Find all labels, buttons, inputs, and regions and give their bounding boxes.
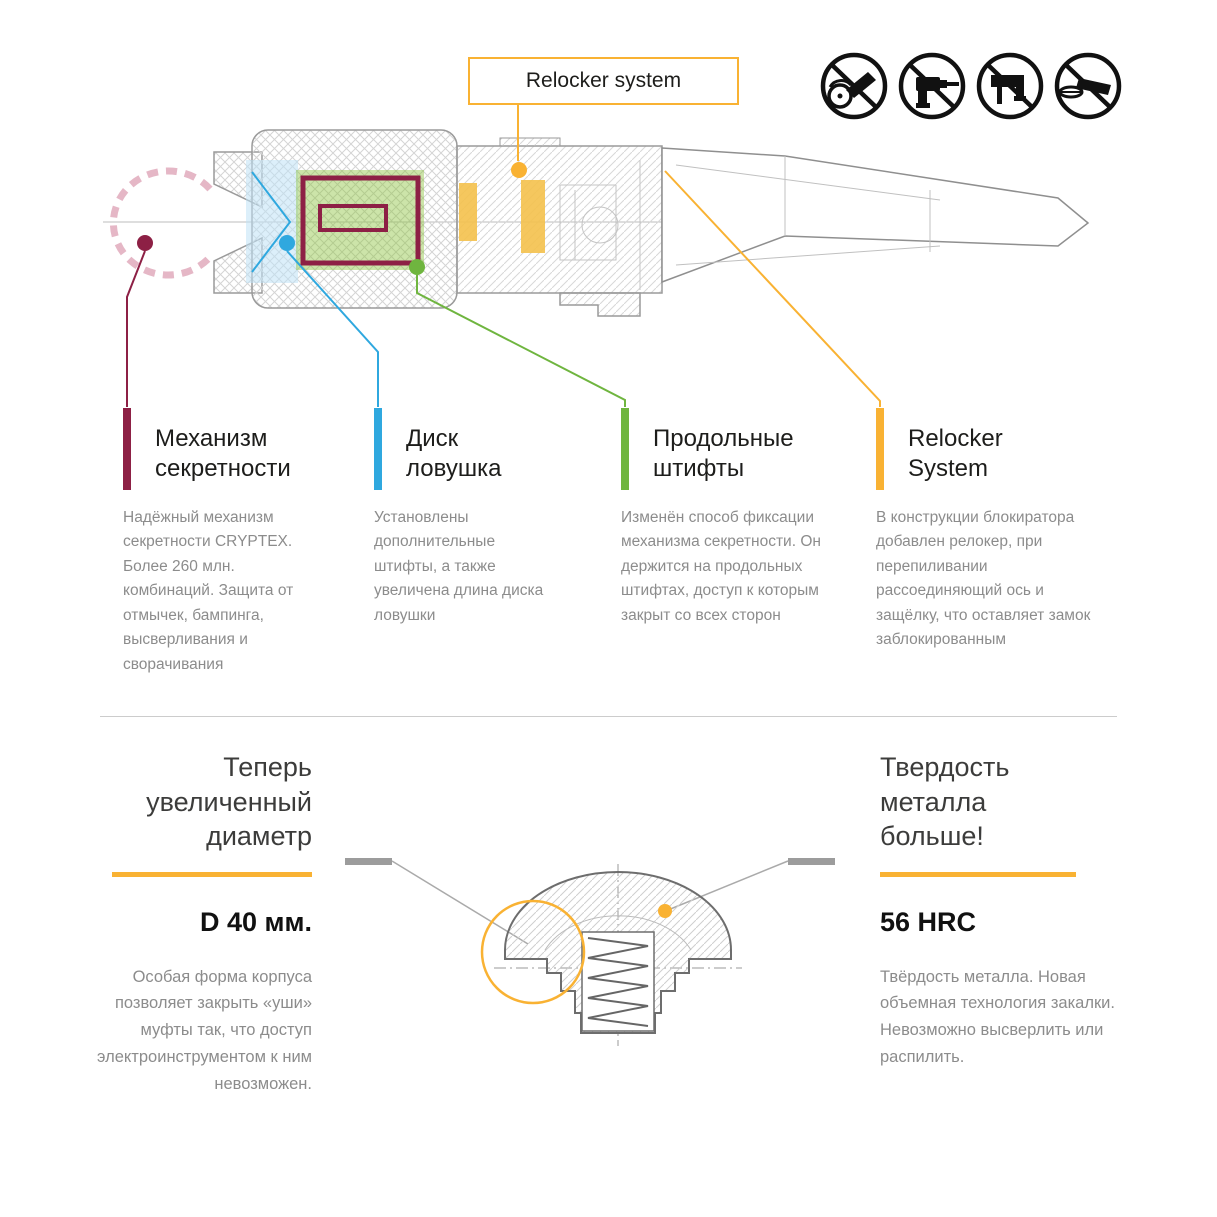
diameter-title: Теперь увеличенный диаметр: [146, 752, 312, 852]
internal-detail-lines: [574, 160, 641, 290]
feature-column-pins: Продольные штифты Изменён способ фиксаци…: [621, 408, 843, 718]
mechanism-color-marker: [123, 408, 131, 490]
diameter-body: Особая форма корпуса позволяет закрыть «…: [97, 967, 312, 1093]
relocker-pin-right: [521, 180, 545, 253]
spring: [587, 937, 649, 1027]
callout-line-disc-trap: [286, 250, 379, 407]
disc-trap-color-marker: [374, 408, 382, 490]
callout-line-relocker: [664, 170, 881, 407]
relocker-pin-left: [459, 183, 477, 241]
feature-column-disc-trap: Диск ловушка Установлены дополнительные …: [374, 408, 544, 718]
callout-line-pins: [416, 275, 626, 407]
hardness-block: Твердость металла больше! 56 HRC Твёрдос…: [880, 750, 1118, 1071]
pins-title: Продольные штифты: [653, 425, 794, 482]
callout-line-mechanism: [126, 250, 146, 407]
disc-trap-lines: [251, 171, 292, 273]
prohibited-tools-row: [818, 50, 1124, 122]
feature-column-mechanism: Механизм секретности Надёжный механизм с…: [123, 408, 323, 718]
left-leader-line: [391, 860, 529, 945]
section-divider: [100, 716, 1117, 717]
dome-inner-line: [544, 915, 692, 951]
pins-dot: [409, 259, 425, 275]
relocker-dot: [511, 162, 527, 178]
lock-cross-section-diagram: [103, 103, 1090, 407]
diameter-block: Теперь увеличенный диаметр D 40 мм. Особ…: [88, 750, 312, 1097]
hardness-accent-bar: [880, 871, 1076, 877]
disc-trap-dot: [279, 235, 295, 251]
pins-color-marker: [621, 408, 629, 490]
ear-highlight-circle: [480, 899, 586, 1005]
mechanism-title: Механизм секретности: [155, 425, 291, 482]
feature-column-relocker: Relocker System В конструкции блокиратор…: [876, 408, 1094, 718]
mechanism-dot: [137, 235, 153, 251]
left-leader-bar: [345, 858, 392, 865]
no-hammer-drill-icon: [974, 50, 1046, 122]
relocker-color-marker: [876, 408, 884, 490]
diameter-accent-bar: [112, 871, 312, 877]
shackle-ear-dashed-outline: [109, 167, 213, 279]
no-drill-icon: [896, 50, 968, 122]
hardness-dot: [658, 904, 672, 918]
relocker-body: В конструкции блокиратора добавлен релок…: [876, 509, 1091, 649]
disc-trap-title: Диск ловушка: [406, 425, 502, 482]
relocker-system-label: Relocker system: [525, 69, 682, 92]
lock-bottom-tab: [559, 292, 641, 317]
disc-trap-body: Установлены дополнительные штифты, а так…: [374, 509, 544, 624]
dome-part-cross-section: [345, 858, 835, 1046]
diameter-value: D 40 мм.: [200, 906, 312, 937]
relocker-system-label-box: Relocker system: [468, 57, 739, 105]
secrecy-mechanism-outline: [300, 175, 421, 266]
longitudinal-pins-highlight: [296, 170, 424, 270]
latch-bolt-inner-lines: [675, 156, 941, 266]
latch-bolt: [661, 147, 1090, 284]
pins-body: Изменён способ фиксации механизма секрет…: [621, 509, 821, 624]
no-cut-off-saw-icon: [818, 50, 890, 122]
right-leader-bar: [788, 858, 835, 865]
hardness-title: Твердость металла больше!: [880, 752, 1010, 852]
hardness-value: 56 HRC: [880, 906, 977, 937]
relocker-title: Relocker System: [908, 425, 1003, 482]
secrecy-mechanism-inner-outline: [318, 204, 388, 232]
internal-detail-frame: [559, 184, 617, 261]
internal-detail-circle: [581, 206, 619, 244]
mechanism-body: Надёжный механизм секретности CRYPTEX. Б…: [123, 509, 294, 673]
lock-mid-top-step: [499, 137, 561, 147]
hardness-body: Твёрдость металла. Новая объемная технол…: [880, 967, 1115, 1066]
no-angle-grinder-icon: [1052, 50, 1124, 122]
